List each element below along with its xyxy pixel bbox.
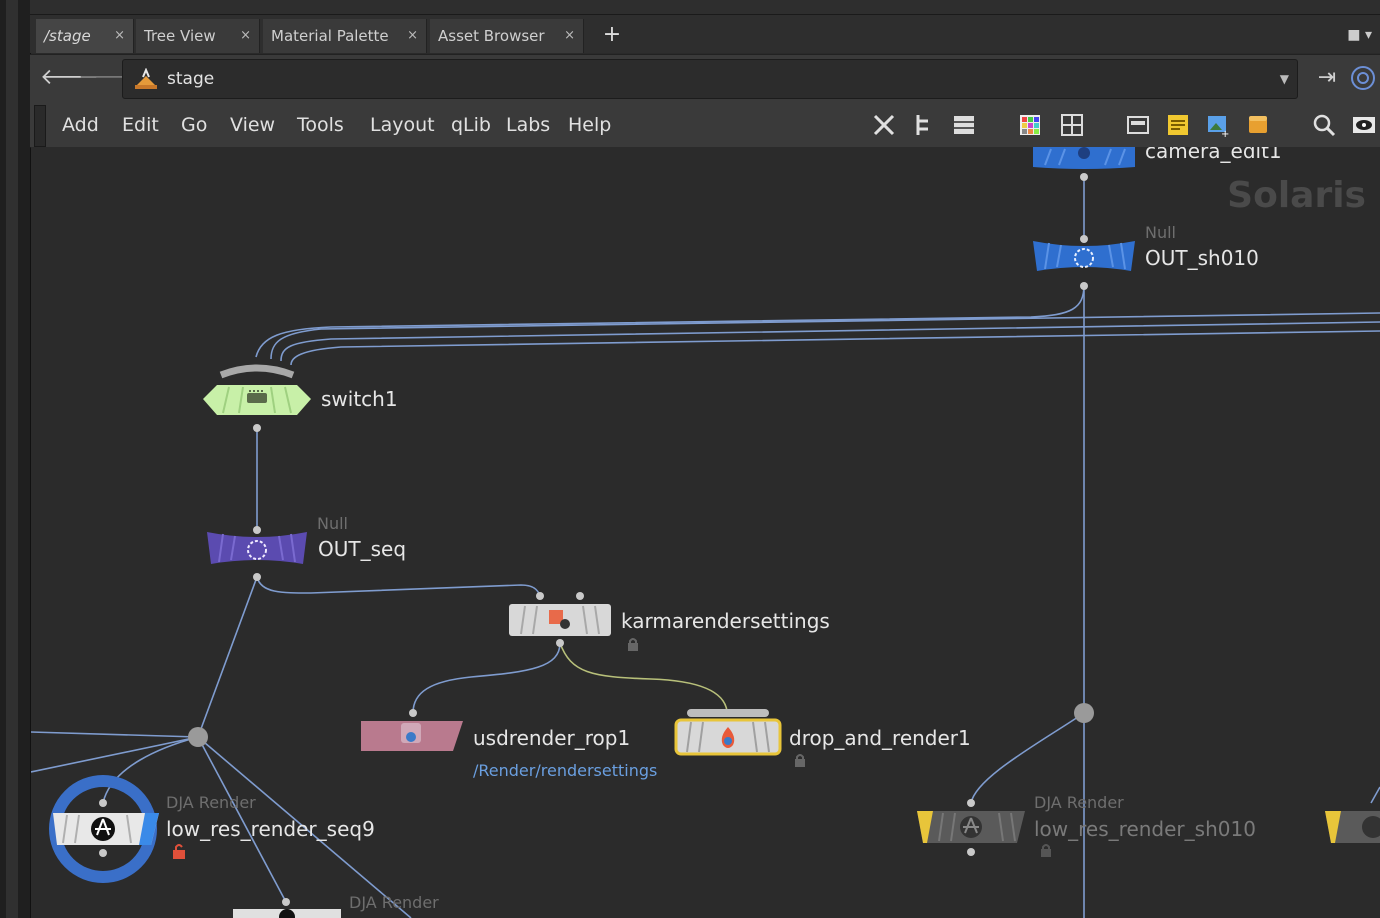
- lock-icon[interactable]: [794, 753, 806, 767]
- wire-dot[interactable]: [188, 727, 208, 747]
- pin-icon[interactable]: ⇥: [1312, 65, 1342, 91]
- node-subtext: /Render/rendersettings: [473, 761, 657, 780]
- menu-qlib[interactable]: qLib: [451, 103, 491, 147]
- color-grid-icon[interactable]: [1018, 113, 1042, 137]
- node-type: DJA Render: [1034, 793, 1124, 812]
- lock-icon[interactable]: [1040, 843, 1052, 857]
- tab-close-icon[interactable]: ×: [564, 19, 575, 53]
- stage-context-icon: [133, 68, 159, 90]
- node-label: drop_and_render1: [789, 726, 971, 750]
- out-sh010-null-node[interactable]: [1031, 239, 1137, 277]
- left-pane-strip: [0, 0, 31, 918]
- node-type: DJA Render: [349, 893, 439, 912]
- tab-asset-browser[interactable]: Asset Browser ×: [430, 19, 584, 53]
- tab-label: Material Palette: [271, 27, 389, 45]
- node-label: OUT_seq: [318, 537, 406, 561]
- tree-layout-icon[interactable]: [912, 113, 936, 137]
- node-type: Null: [1145, 223, 1176, 242]
- network-path-field[interactable]: stage ▼: [122, 59, 1298, 99]
- shape-grid-icon[interactable]: [1060, 113, 1084, 137]
- node-type: Null: [317, 514, 348, 533]
- subnet-box-icon[interactable]: [1246, 113, 1270, 137]
- tab-label: /stage: [44, 27, 91, 45]
- menu-add[interactable]: Add: [62, 103, 99, 147]
- path-value: stage: [167, 60, 214, 98]
- bottom-dja-render-node[interactable]: [231, 907, 343, 918]
- toolbar-grip[interactable]: [34, 105, 46, 147]
- tab-close-icon[interactable]: ×: [407, 19, 418, 53]
- menu-help[interactable]: Help: [568, 103, 611, 147]
- menu-layout[interactable]: Layout: [370, 103, 435, 147]
- tab-label: Tree View: [144, 27, 216, 45]
- drop-and-render1-node[interactable]: [673, 707, 783, 757]
- node-type: DJA Render: [166, 793, 256, 812]
- out-seq-null-node[interactable]: [205, 530, 309, 570]
- switch1-node[interactable]: [199, 361, 315, 423]
- chevron-down-icon[interactable]: ▼: [1280, 60, 1289, 98]
- tab-tree-view[interactable]: Tree View ×: [136, 19, 260, 53]
- forward-arrow-icon[interactable]: 🡒: [78, 65, 104, 91]
- svg-text:+: +: [1221, 129, 1229, 137]
- menu-bar: Add Edit Go View Tools Layout qLib Labs …: [30, 103, 1380, 148]
- camera-edit-node[interactable]: [1031, 147, 1137, 171]
- tab-stage[interactable]: /stage ×: [36, 19, 134, 53]
- tab-close-icon[interactable]: ×: [114, 19, 125, 53]
- tab-close-icon[interactable]: ×: [240, 19, 251, 53]
- tab-material-palette[interactable]: Material Palette ×: [263, 19, 427, 53]
- sticky-note-icon[interactable]: [1166, 113, 1190, 137]
- karmarendersettings-node[interactable]: [507, 602, 613, 638]
- menu-edit[interactable]: Edit: [122, 103, 159, 147]
- pane-menu-icon[interactable]: ■ ▾: [1347, 27, 1372, 43]
- eye-icon[interactable]: [1352, 113, 1376, 137]
- search-icon[interactable]: [1312, 113, 1336, 137]
- network-editor-canvas[interactable]: Solaris camera_edit1 Null OUT_sh010 swit…: [31, 147, 1380, 918]
- node-label: low_res_render_sh010: [1034, 817, 1256, 841]
- node-label: usdrender_rop1: [473, 726, 630, 750]
- lock-icon[interactable]: [627, 637, 639, 651]
- node-label: low_res_render_seq9: [166, 817, 375, 841]
- menu-go[interactable]: Go: [181, 103, 207, 147]
- low-res-render-seq9-node[interactable]: [47, 773, 163, 885]
- tab-label: Asset Browser: [438, 27, 545, 45]
- node-label: OUT_sh010: [1145, 246, 1259, 270]
- add-tab-button[interactable]: +: [600, 19, 624, 53]
- list-view-icon[interactable]: [952, 113, 976, 137]
- partial-dja-render-node[interactable]: [1323, 809, 1380, 845]
- wrench-icon[interactable]: [872, 113, 896, 137]
- node-label: karmarendersettings: [621, 609, 830, 633]
- pane-top-edge: [30, 0, 1380, 15]
- wire-dot[interactable]: [1074, 703, 1094, 723]
- menu-tools[interactable]: Tools: [297, 103, 344, 147]
- menu-labs[interactable]: Labs: [506, 103, 550, 147]
- node-label: camera_edit1: [1145, 147, 1282, 163]
- add-image-icon[interactable]: +: [1206, 113, 1230, 137]
- tab-bar: /stage × Tree View × Material Palette × …: [30, 15, 1380, 53]
- network-box-icon[interactable]: [1126, 113, 1150, 137]
- back-arrow-icon[interactable]: 🡐: [40, 65, 66, 91]
- node-label: switch1: [321, 387, 398, 411]
- context-watermark: Solaris: [1227, 175, 1366, 216]
- link-target-icon[interactable]: [1350, 65, 1376, 91]
- usdrender-rop1-node[interactable]: [359, 719, 465, 753]
- menu-view[interactable]: View: [230, 103, 275, 147]
- unlock-icon[interactable]: [172, 843, 186, 859]
- pane-divider[interactable]: [6, 0, 18, 918]
- path-bar: 🡐 🡒 stage ▼ ⇥: [30, 54, 1380, 104]
- low-res-render-sh010-node[interactable]: [915, 809, 1027, 845]
